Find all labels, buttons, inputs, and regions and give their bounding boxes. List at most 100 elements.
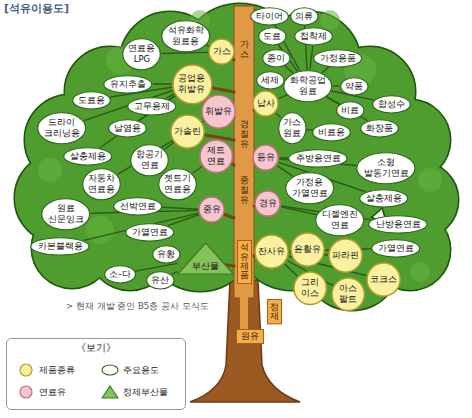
legend-swatch — [17, 363, 35, 377]
node-label: 휘발유 — [205, 106, 232, 117]
product-circle: 그리 이스 — [293, 271, 327, 305]
use-ellipse: 유지추출 — [103, 75, 152, 94]
node-label: 유지추출 — [110, 79, 146, 90]
node-label: 아스 팔트 — [338, 283, 358, 305]
branch-connector — [100, 96, 175, 148]
node-label: 비료용 — [318, 127, 345, 138]
legend-swatch — [101, 385, 119, 399]
product-circle: 파라핀 — [328, 238, 363, 273]
node-label: 가스 원료 — [282, 117, 302, 139]
legend-label: 연료유 — [39, 386, 66, 398]
use-ellipse: 연료용 LPG — [122, 38, 161, 71]
node-label: 잔사유 — [258, 246, 285, 257]
node-label: 가정용품 — [320, 53, 356, 64]
node-label: 선박연료 — [120, 201, 156, 212]
use-ellipse: 살충제용 — [63, 147, 112, 166]
node-label: 비료 — [341, 105, 359, 116]
legend-swatch — [17, 385, 35, 399]
branch-connector — [280, 157, 289, 158]
node-label: 윤활유 — [294, 244, 321, 255]
use-ellipse: 카본블랙용 — [30, 237, 90, 256]
legend-item: 정제부산물 — [101, 385, 168, 399]
fuel-circle: 제트 연료 — [199, 139, 233, 173]
use-ellipse: 날염용 — [108, 119, 147, 138]
product-circle: 윤활유 — [290, 232, 325, 267]
use-ellipse: 소형 발동기연료 — [356, 152, 416, 185]
node-label: 젯트기 연료용 — [163, 173, 193, 195]
use-ellipse: 가열연료 — [371, 239, 420, 258]
product-circle: 가스 — [208, 38, 235, 65]
node-label: 경유 — [259, 198, 277, 209]
product-circle: 공업용 휘발유 — [172, 64, 213, 105]
trunk-column — [234, 6, 254, 298]
use-ellipse: 유산 — [146, 271, 175, 290]
node-label: 타이어 — [256, 11, 283, 22]
legend-item: 연료유 — [17, 385, 66, 399]
node-label: 세제 — [261, 75, 279, 86]
node-label: 날염용 — [114, 123, 141, 134]
node-label: 디젤엔진 연료 — [321, 209, 359, 231]
use-ellipse: 유황 — [152, 245, 181, 264]
node-label: 가스 — [213, 46, 231, 57]
product-circle: 코크스 — [366, 262, 401, 297]
node-label: 중유 — [203, 204, 221, 215]
process-box: 원유 — [236, 329, 264, 344]
node-label: 난방용연료 — [376, 219, 421, 230]
branch-connector — [206, 45, 209, 46]
node-label: 종이 — [267, 53, 285, 64]
legend-item: 제품종류 — [17, 363, 75, 377]
node-label: 정제 — [270, 303, 279, 322]
node-label: 도료용 — [78, 95, 105, 106]
use-ellipse: 가정용 가열연료 — [285, 172, 334, 205]
node-label: 연료용 LPG — [127, 43, 157, 65]
use-ellipse: 소-다 — [104, 265, 136, 284]
node-label: 약품 — [345, 81, 363, 92]
use-ellipse: 합성수 — [372, 95, 411, 114]
use-ellipse: 살충제용 — [359, 189, 408, 208]
process-box: 석유제품 — [237, 240, 252, 284]
use-ellipse: 화학공업 원료 — [283, 70, 332, 103]
branch-connector — [172, 272, 178, 275]
trunk-label: 중질유 — [240, 176, 249, 206]
branch-connector — [268, 89, 270, 90]
node-label: 가정용 가열연료 — [291, 177, 329, 199]
node-label: 주방용연료 — [296, 153, 341, 164]
use-ellipse: 가열연료 — [125, 223, 174, 242]
node-label: 코크스 — [370, 274, 397, 285]
node-label: 가솔린 — [174, 126, 201, 137]
branch-connector — [84, 213, 199, 240]
product-circle: 아스 팔트 — [331, 277, 365, 311]
node-label: 소형 발동기연료 — [363, 157, 409, 179]
use-ellipse: 난방용연료 — [368, 215, 428, 234]
node-label: 등유 — [257, 152, 275, 163]
use-ellipse: 원료 신문잉크 — [41, 198, 90, 231]
legend-label: 주요용도 — [123, 364, 159, 376]
legend-label: 정제부산물 — [123, 386, 168, 398]
trunk-stripe — [240, 296, 248, 330]
branch-connector — [277, 166, 293, 177]
branch-connector — [135, 263, 177, 271]
node-label: 살충제용 — [366, 193, 402, 204]
node-label: 드라이 크리닝용 — [43, 117, 81, 139]
node-label: 도료 — [263, 31, 281, 42]
fuel-circle: 경유 — [254, 190, 281, 217]
node-label: 소-다 — [109, 269, 130, 280]
fuel-circle: 중유 — [198, 196, 225, 223]
note-text: > 현재 개발 중인 B5층 공사 모식도 — [66, 300, 209, 312]
node-label: 공업용 휘발유 — [177, 73, 207, 95]
node-label: 제트 연료 — [206, 145, 226, 167]
node-label: 부산물 — [192, 261, 219, 272]
product-circle: 가솔린 — [170, 114, 205, 149]
node-label: 자동차 연료용 — [87, 173, 117, 195]
node-label: 의류 — [295, 11, 313, 22]
node-label: 합성수 — [378, 99, 405, 110]
branch-connector — [322, 67, 328, 73]
legend-swatch — [101, 363, 119, 377]
trunk-label: 경질유 — [240, 120, 249, 150]
byproduct-triangle: 부산물 — [177, 242, 234, 275]
branch-connector — [326, 97, 367, 121]
node-label: 석유화학 원료용 — [167, 25, 205, 47]
use-ellipse: 의류 — [290, 7, 319, 26]
branch-connector — [162, 52, 209, 53]
